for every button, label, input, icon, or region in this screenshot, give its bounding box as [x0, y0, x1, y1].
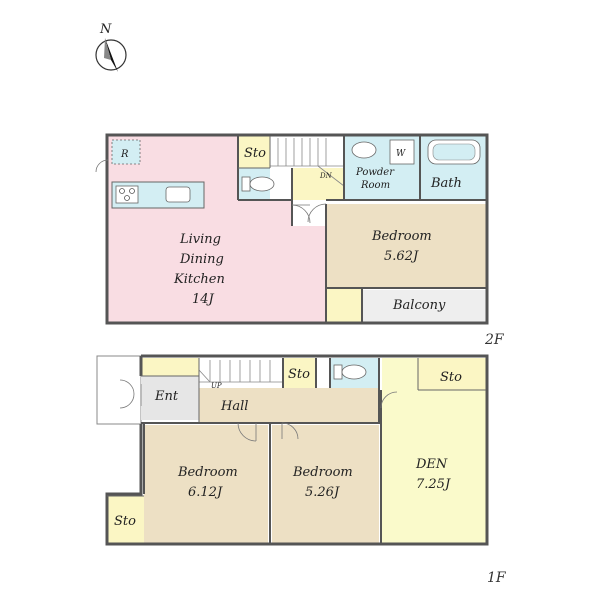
doors-1f [119, 379, 398, 442]
doors-2f [95, 159, 327, 224]
walls-1f [105, 354, 489, 546]
stove-icon [115, 185, 139, 204]
entrance-storage [141, 358, 199, 376]
sink-icon [165, 186, 191, 203]
compass-needle-icon [105, 38, 118, 72]
compass-north-label: N [99, 22, 112, 37]
storage-left-label: Sto [114, 514, 136, 529]
entrance [141, 376, 199, 420]
bedroom-2f [326, 204, 486, 288]
storage-2f-label: Sto [244, 146, 266, 161]
floor-2f: R DN W Powder Room [95, 133, 505, 348]
fridge-label: R [120, 149, 129, 160]
stair-treads-2f [270, 138, 345, 187]
bedroom-a [144, 425, 268, 543]
ldk-label-line1: Living [179, 232, 221, 247]
storage-den-label: Sto [440, 370, 462, 385]
balcony [362, 290, 486, 322]
ldk-label-line3: Kitchen [173, 272, 225, 287]
den-size-label: 7.25J [416, 477, 451, 492]
bedroom-b-label: Bedroom [292, 465, 353, 480]
floor-1f-label: 1F [487, 570, 507, 586]
washer-label: W [396, 149, 406, 159]
bath-label: Bath [430, 176, 462, 191]
bedroom-b-size-label: 5.26J [305, 485, 340, 500]
basin-icon [351, 141, 377, 159]
stair-landing-2f [292, 168, 344, 200]
storage-den [418, 358, 486, 390]
compass: N [95, 22, 127, 72]
hall [199, 388, 379, 422]
powder-room-label-line2: Room [360, 180, 390, 191]
stairs-up-label: UP [211, 382, 222, 390]
powder-room-label-line1: Powder [355, 167, 395, 178]
walls-2f [105, 133, 489, 325]
stair-treads-1f [198, 360, 283, 383]
storage-hall [283, 358, 316, 388]
bedroom-2f-label: Bedroom [371, 229, 432, 244]
hall-label: Hall [220, 399, 248, 414]
compass-needle-shade-icon [104, 38, 111, 60]
ldk-size-label: 14J [192, 292, 215, 307]
storage-2f [238, 136, 270, 168]
toilet-1f-icon [333, 364, 367, 380]
den-corridor [382, 358, 418, 390]
bedroom-a-size-label: 6.12J [188, 485, 223, 500]
storage-hall-label: Sto [288, 367, 310, 382]
stairs-down-label: DN [319, 172, 333, 180]
floor-1f: UP [96, 354, 507, 586]
toilet-icon [241, 176, 275, 192]
storage-left [107, 496, 144, 543]
fridge-icon [111, 139, 141, 165]
closet-2f [326, 288, 362, 322]
floor-2f-label: 2F [484, 332, 505, 348]
den-room [382, 390, 486, 543]
entrance-label: Ent [154, 389, 179, 404]
bedroom-a-label: Bedroom [177, 465, 238, 480]
ldk-label-line2: Dining [179, 252, 224, 267]
bedroom-2f-size-label: 5.62J [384, 249, 419, 264]
balcony-label: Balcony [392, 298, 446, 313]
den-label: DEN [415, 457, 448, 472]
porch [96, 355, 142, 425]
washer-icon [389, 139, 415, 165]
bedroom-b [272, 425, 379, 543]
stairs-1f [199, 358, 283, 388]
